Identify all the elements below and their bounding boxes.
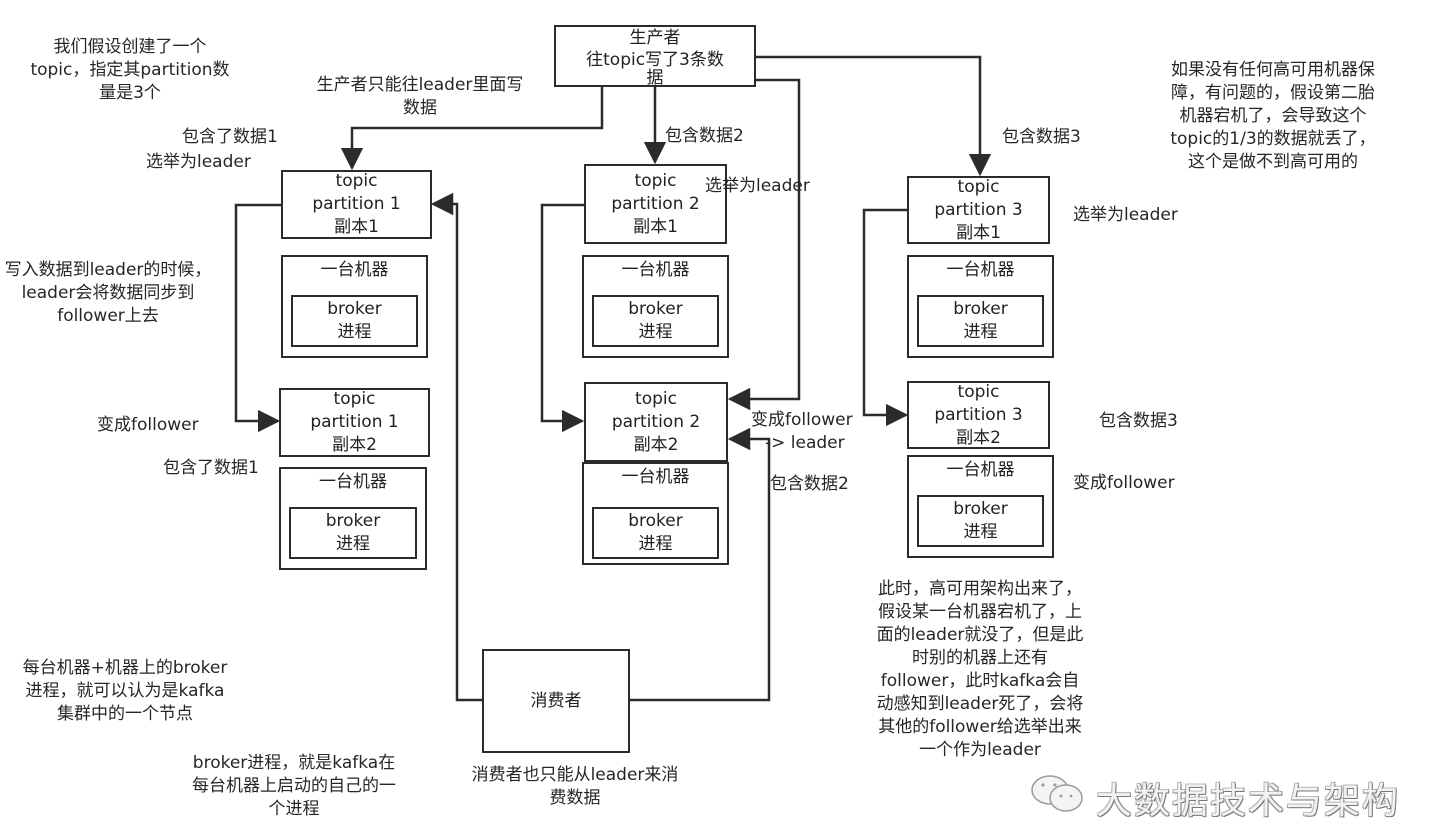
wechat-icon — [1031, 775, 1083, 812]
partition3-replica2-box: topic partition 3 副本2 — [907, 381, 1050, 449]
replica-label: 副本2 — [956, 427, 1001, 448]
partition1-replica2-box: topic partition 1 副本2 — [279, 388, 430, 457]
machine-label: 一台机器 — [946, 260, 1015, 280]
broker-label: broker — [327, 299, 382, 319]
arrow-p2-sync — [540, 203, 585, 433]
arrow-p1-sync — [234, 203, 281, 433]
machine-label: 一台机器 — [319, 472, 387, 492]
partition-name-label: partition 2 — [611, 411, 701, 432]
partition-name-label: partition 2 — [611, 193, 700, 214]
watermark-text: 大数据技术与架构 — [1096, 781, 1401, 822]
arrow-consumer-to-p2 — [630, 427, 771, 702]
note-contains-data1-top: 包含了数据1 — [182, 127, 278, 147]
note-contains-data3-bottom: 包含数据3 — [1099, 411, 1178, 431]
partition-name-label: partition 1 — [310, 412, 399, 432]
arrow-producer-to-p3-leader — [756, 55, 992, 177]
broker-label: broker — [628, 299, 683, 319]
arrow-producer-to-p2-follower — [727, 78, 801, 411]
machine-label: 一台机器 — [320, 260, 389, 280]
replica-label: 副本1 — [633, 216, 678, 237]
partition-topic-label: topic — [335, 171, 378, 191]
note-contains-data2-top: 包含数据2 — [665, 126, 744, 146]
producer-line-3: 据 — [646, 68, 664, 88]
partition-name-label: partition 3 — [934, 404, 1023, 425]
machine-label: 一台机器 — [621, 260, 690, 280]
machine-label: 一台机器 — [621, 467, 690, 487]
broker-process-label: 进程 — [336, 534, 370, 554]
note-create-topic: 我们假设创建了一个 topic，指定其partition数 量是3个 — [30, 37, 230, 103]
consumer-box: 消费者 — [482, 649, 630, 753]
note-ha-explanation: 此时，高可用架构出来了， 假设某一台机器宕机了，上 面的leader就没了，但是… — [876, 579, 1084, 760]
broker-process-label: 进程 — [638, 322, 673, 342]
note-become-follower-3: 变成follower — [1073, 473, 1175, 493]
broker1-box: broker 进程 — [291, 295, 418, 347]
replica-label: 副本1 — [334, 217, 379, 237]
replica-label: 副本1 — [956, 222, 1001, 243]
note-become-follower-1: 变成follower — [97, 415, 199, 435]
broker4-box: broker 进程 — [592, 507, 719, 559]
broker2-box: broker 进程 — [289, 507, 417, 559]
replica-label: 副本2 — [633, 434, 679, 455]
broker-label: broker — [628, 511, 683, 531]
note-producer-only-leader: 生产者只能往leader里面写 数据 — [316, 75, 524, 118]
producer-line-1: 生产者 — [629, 28, 681, 48]
machine-label: 一台机器 — [946, 460, 1015, 480]
partition-name-label: partition 1 — [312, 194, 401, 214]
partition-topic-label: topic — [333, 389, 376, 409]
broker-label: broker — [325, 511, 381, 531]
note-contains-data1-bottom: 包含了数据1 — [163, 458, 259, 478]
partition-topic-label: topic — [957, 381, 1000, 402]
broker-process-label: 进程 — [963, 322, 998, 342]
broker5-box: broker 进程 — [917, 295, 1044, 347]
arrow-producer-to-p1-leader — [340, 86, 604, 171]
note-elected-leader-1: 选举为leader — [146, 152, 251, 172]
broker6-box: broker 进程 — [917, 495, 1044, 547]
producer-box: 生产者 往topic写了3条数 据 — [554, 25, 756, 88]
partition-topic-label: topic — [634, 170, 677, 191]
note-sync-to-follower: 写入数据到leader的时候， leader会将数据同步到 follower上去 — [4, 260, 212, 326]
note-consumer-only-leader: 消费者也只能从leader来消 费数据 — [471, 765, 679, 808]
note-contains-data3-top: 包含数据3 — [1002, 127, 1081, 147]
broker-label: broker — [953, 299, 1008, 319]
arrow-consumer-to-p1-leader — [430, 192, 483, 702]
partition-topic-label: topic — [957, 176, 1000, 197]
broker-process-label: 进程 — [638, 534, 673, 554]
broker-label: broker — [953, 499, 1008, 519]
partition-topic-label: topic — [635, 388, 677, 409]
replica-label: 副本2 — [332, 435, 377, 455]
note-contains-data2-bottom: 包含数据2 — [770, 474, 849, 494]
note-broker-definition: broker进程，就是kafka在 每台机器上启动的自己的一 个进程 — [192, 753, 396, 819]
arrow-p3-sync — [862, 208, 909, 427]
partition3-replica1-box: topic partition 3 副本1 — [907, 176, 1050, 244]
note-no-high-availability: 如果没有任何高可用机器保 障，有问题的，假设第二胎 机器宕机了，会导致这个 to… — [1170, 60, 1376, 172]
producer-line-2: 往topic写了3条数 — [586, 50, 724, 70]
partition2-replica2-box: topic partition 2 副本2 — [584, 382, 728, 462]
broker-process-label: 进程 — [337, 322, 372, 342]
note-elected-leader-2: 选举为leader — [705, 176, 810, 196]
note-follower-to-leader: 变成follower -> leader — [751, 410, 853, 453]
note-elected-leader-3: 选举为leader — [1073, 205, 1178, 225]
broker-process-label: 进程 — [963, 522, 998, 542]
note-node-definition: 每台机器+机器上的broker 进程，就可以认为是kafka 集群中的一个节点 — [22, 658, 228, 724]
partition2-replica1-box: topic partition 2 副本1 — [584, 164, 727, 244]
partition-name-label: partition 3 — [934, 199, 1023, 220]
partition1-replica1-box: topic partition 1 副本1 — [281, 170, 432, 239]
consumer-label: 消费者 — [530, 690, 582, 711]
broker3-box: broker 进程 — [592, 295, 719, 347]
